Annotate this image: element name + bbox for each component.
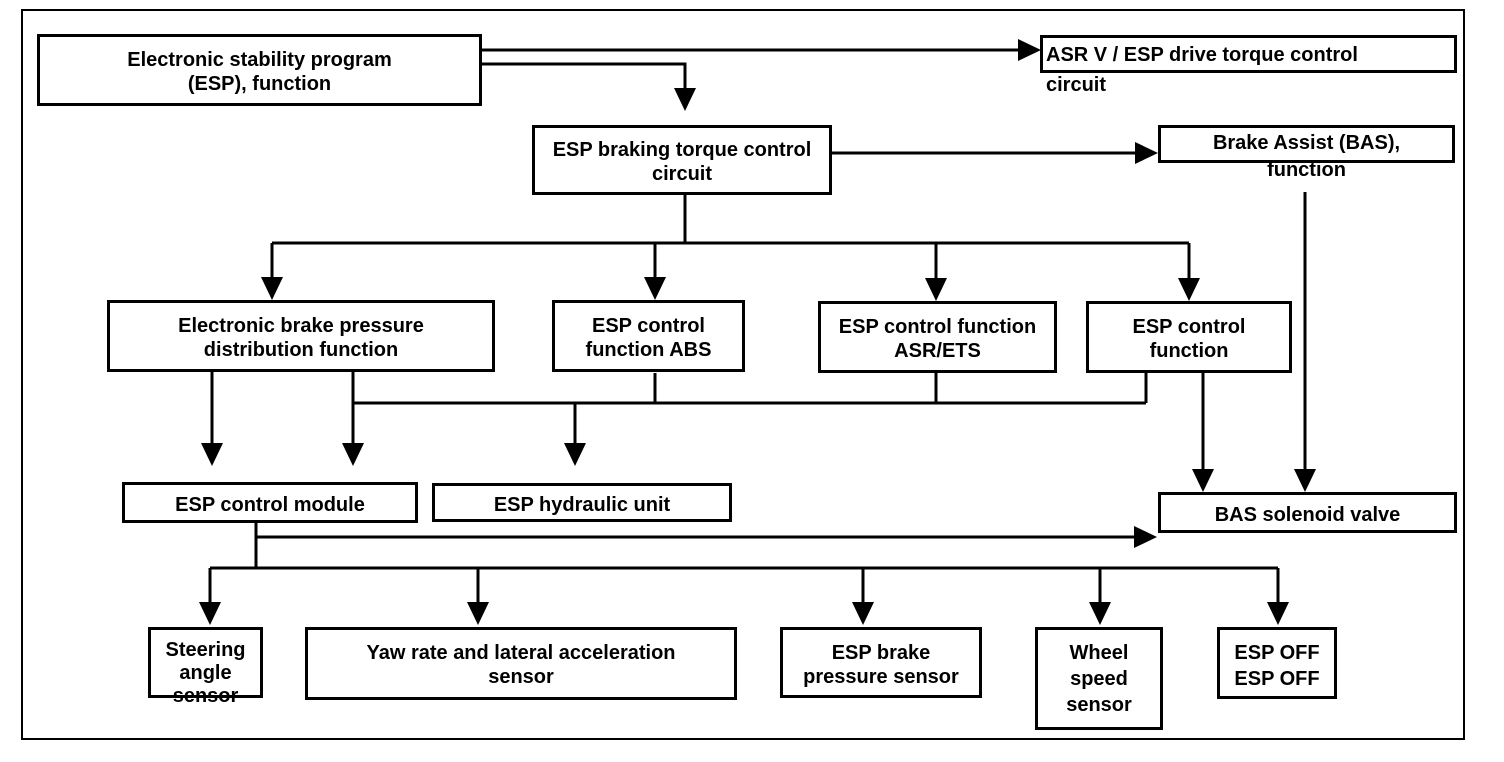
node-esp-brake-pressure-sensor: ESP brake pressure sensor bbox=[780, 627, 982, 698]
node-esp-control-function: ESP control function bbox=[1086, 301, 1292, 373]
node-asr-v-esp-drive-torque-control-circuit: ASR V / ESP drive torque control circuit bbox=[1040, 35, 1457, 96]
node-esp-braking-torque-control-circuit: ESP braking torque control circuit bbox=[532, 125, 832, 195]
edge-ebpd-to-control-module bbox=[201, 372, 364, 466]
node-steering-angle-sensor: Steering angle sensor bbox=[148, 627, 263, 707]
edge-bus-to-hydraulic-unit bbox=[353, 373, 1148, 466]
node-label: Electronic stability program (ESP), func… bbox=[127, 49, 392, 95]
node-yaw-rate-lateral-acceleration-sensor: Yaw rate and lateral acceleration sensor bbox=[305, 627, 737, 700]
edge-esp-braking-distribution bbox=[261, 195, 1200, 301]
edge-brake-assist-to-bas-valve bbox=[1294, 192, 1316, 492]
node-esp-control-module: ESP control module bbox=[122, 482, 418, 523]
node-label: ESP control function bbox=[1132, 316, 1246, 362]
node-wheel-speed-sensor: Wheel speed sensor bbox=[1035, 627, 1163, 730]
node-label: ESP braking torque control circuit bbox=[552, 139, 812, 185]
node-label: ESP control function ABS bbox=[585, 315, 712, 361]
node-label: Steering angle sensor bbox=[165, 639, 246, 707]
node-label: ESP control function ASR/ETS bbox=[838, 316, 1037, 362]
node-label: Electronic brake pressure distribution f… bbox=[178, 315, 424, 361]
edge-esp-function-to-esp-braking bbox=[482, 62, 696, 111]
edge-control-module-to-bas-valve bbox=[254, 523, 1157, 568]
edge-control-function-to-bas-valve bbox=[1192, 373, 1214, 492]
node-label: ESP OFF ESP OFF bbox=[1234, 642, 1320, 690]
node-label: ESP control module bbox=[175, 494, 365, 516]
node-label: ASR V / ESP drive torque control circuit bbox=[1046, 44, 1358, 96]
node-bas-solenoid-valve: BAS solenoid valve bbox=[1158, 492, 1457, 533]
node-esp-control-function-asr-ets: ESP control function ASR/ETS bbox=[818, 301, 1057, 373]
node-label: Yaw rate and lateral acceleration sensor bbox=[366, 642, 676, 688]
node-label: BAS solenoid valve bbox=[1214, 504, 1401, 526]
node-esp-hydraulic-unit: ESP hydraulic unit bbox=[432, 483, 732, 522]
node-brake-assist-function: Brake Assist (BAS), function bbox=[1158, 125, 1455, 181]
node-label: Brake Assist (BAS), function bbox=[1212, 132, 1401, 181]
edge-esp-braking-to-brake-assist bbox=[832, 142, 1158, 164]
edge-esp-function-to-asr-v bbox=[482, 39, 1041, 61]
node-label: ESP brake pressure sensor bbox=[803, 642, 959, 688]
node-electronic-stability-program: Electronic stability program (ESP), func… bbox=[37, 34, 482, 106]
diagram-frame bbox=[21, 9, 1465, 740]
edge-control-module-to-sensors bbox=[199, 566, 1289, 625]
node-esp-off-switch: ESP OFF ESP OFF bbox=[1217, 627, 1337, 699]
node-electronic-brake-pressure-distribution: Electronic brake pressure distribution f… bbox=[107, 300, 495, 372]
node-label: Wheel speed sensor bbox=[1066, 642, 1132, 716]
node-label: ESP hydraulic unit bbox=[493, 494, 671, 516]
node-esp-control-function-abs: ESP control function ABS bbox=[552, 300, 745, 372]
